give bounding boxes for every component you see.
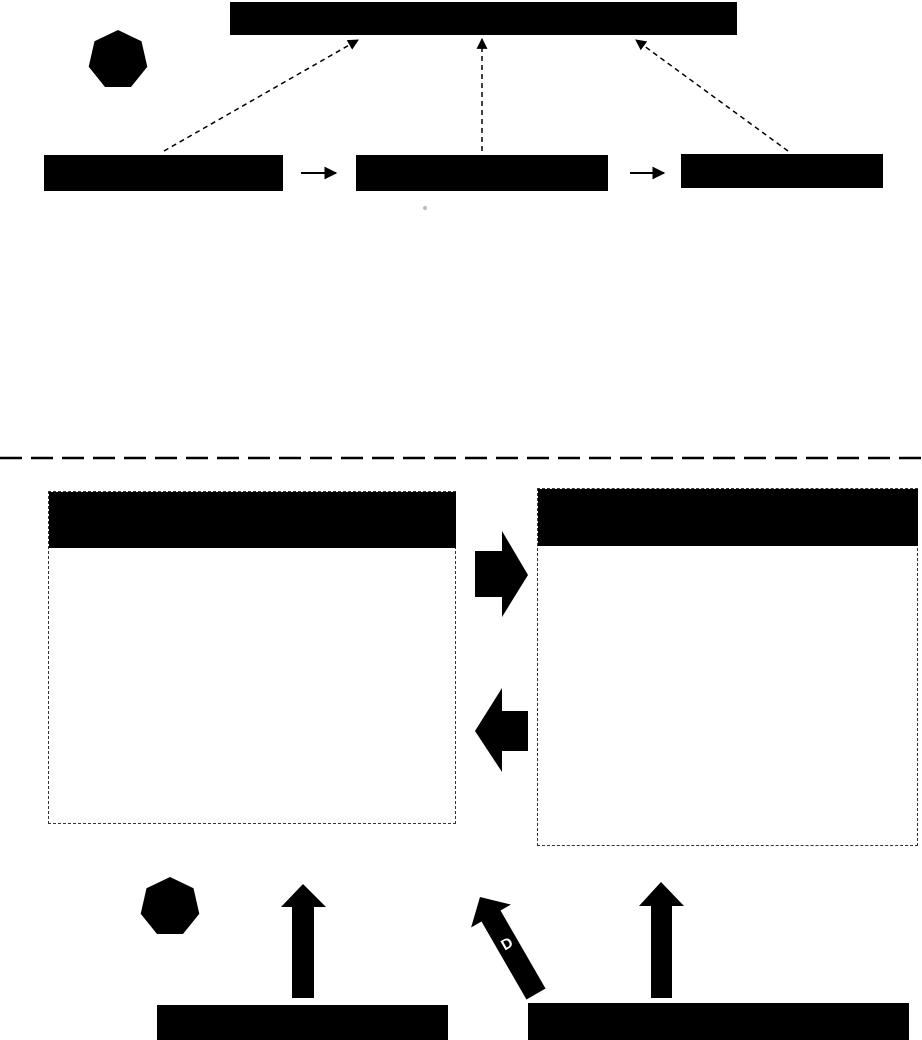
heptagon-icon bbox=[88, 30, 148, 87]
dashed-arrow-right bbox=[635, 39, 789, 152]
top-box-left bbox=[44, 155, 283, 191]
top-title-bar bbox=[230, 2, 737, 35]
block-arrow-up-right bbox=[639, 882, 684, 998]
bottom-box-left bbox=[157, 1005, 448, 1040]
block-arrow-left bbox=[475, 688, 528, 772]
bottom-box-right bbox=[528, 1003, 909, 1040]
bottom-left-panel bbox=[48, 491, 456, 824]
bottom-right-panel bbox=[537, 488, 918, 846]
block-arrow-right bbox=[475, 531, 528, 617]
top-box-middle bbox=[356, 155, 608, 191]
bottom-right-panel-header bbox=[538, 489, 918, 546]
bottom-left-panel-header bbox=[49, 492, 456, 548]
dashed-arrow-left bbox=[163, 39, 359, 152]
stray-dot bbox=[423, 206, 427, 210]
heptagon-icon bbox=[140, 877, 200, 934]
top-box-right bbox=[681, 154, 883, 188]
diagonal-block-arrow: D bbox=[471, 897, 546, 1000]
block-arrow-up-left bbox=[281, 884, 326, 998]
